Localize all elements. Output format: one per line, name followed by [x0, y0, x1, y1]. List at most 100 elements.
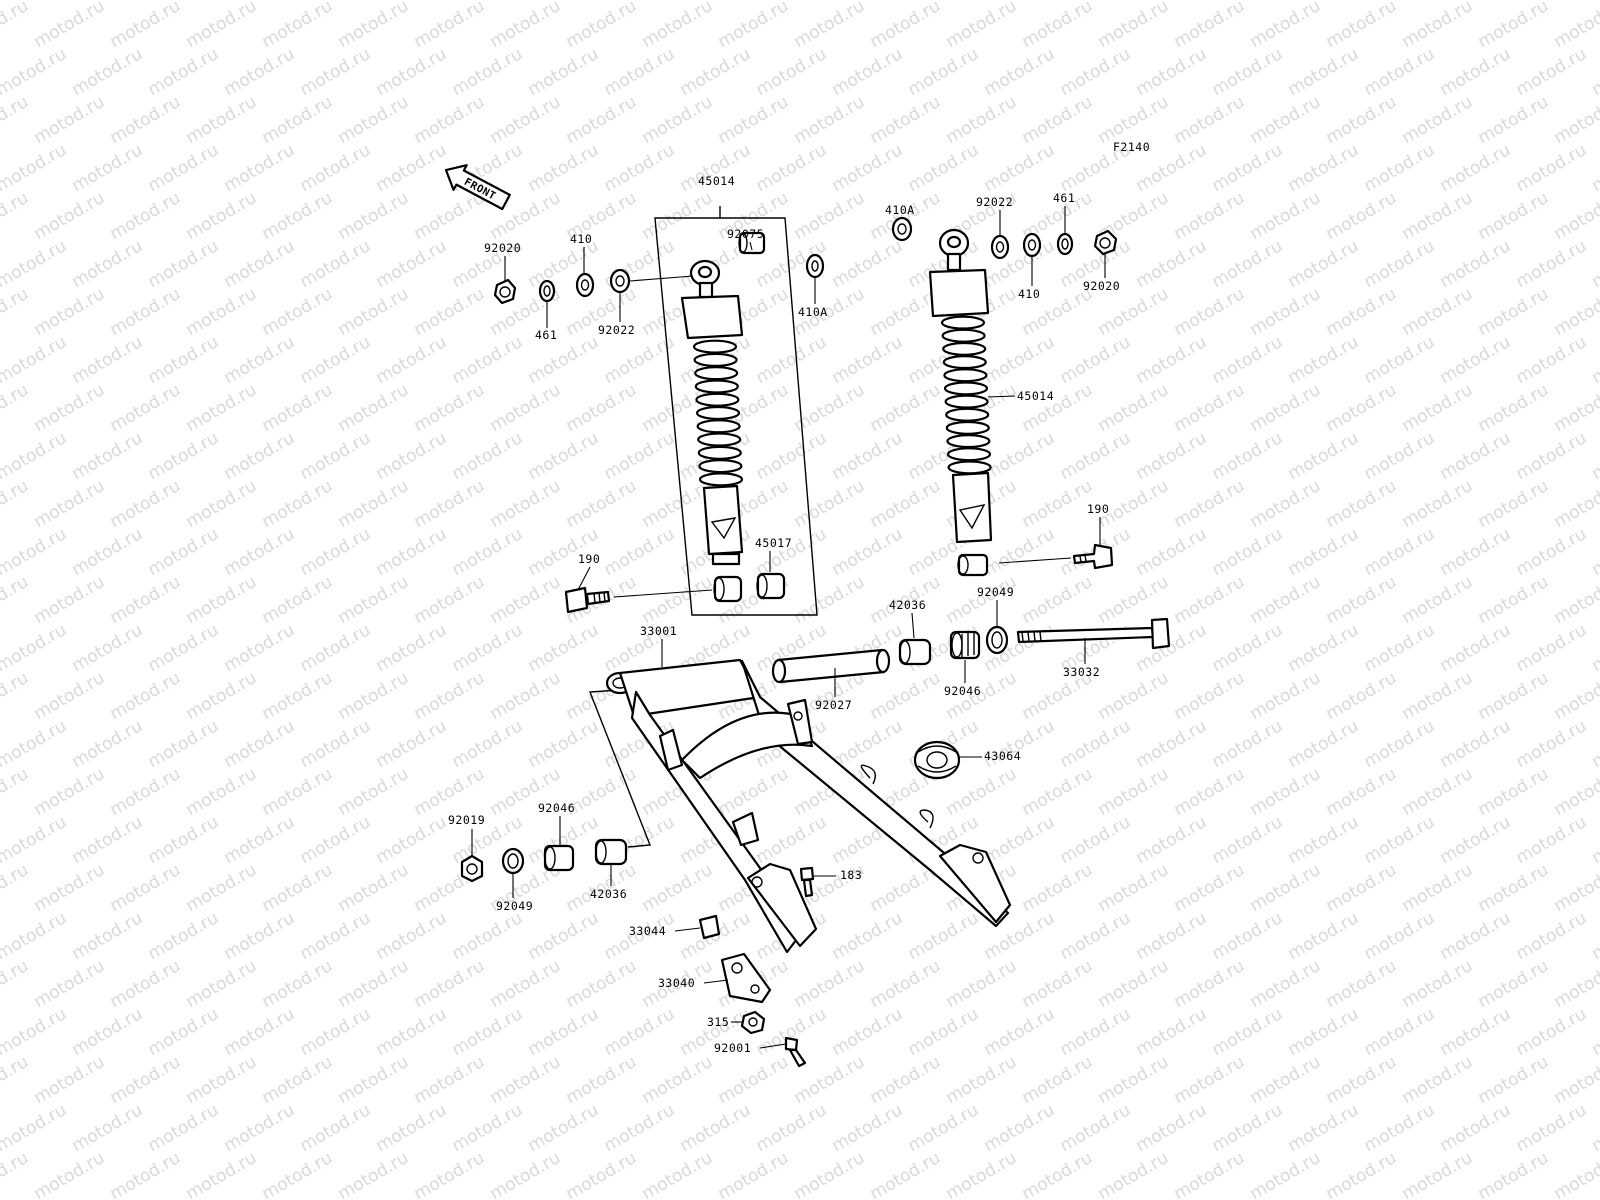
watermark-text: motod.ru: [297, 1004, 375, 1060]
watermark-text: motod.ru: [1247, 1148, 1325, 1200]
watermark-text: motod.ru: [525, 716, 603, 772]
label-45014-left: 45014: [698, 174, 735, 188]
watermark-text: motod.ru: [1323, 956, 1401, 1012]
watermark-text: motod.ru: [1399, 956, 1477, 1012]
watermark-text: motod.ru: [943, 1052, 1021, 1108]
label-92075: 92075: [727, 227, 764, 241]
watermark-text: motod.ru: [943, 0, 1021, 52]
watermark-text: motod.ru: [1323, 188, 1401, 244]
watermark-text: motod.ru: [1057, 428, 1135, 484]
watermark-text: motod.ru: [753, 332, 831, 388]
watermark-text: motod.ru: [1551, 476, 1600, 532]
watermark-text: motod.ru: [335, 764, 413, 820]
block-33044: [698, 914, 721, 940]
watermark-text: motod.ru: [0, 1004, 70, 1060]
watermark-text: motod.ru: [1133, 44, 1211, 100]
label-43064: 43064: [984, 749, 1021, 763]
watermark-text: motod.ru: [943, 956, 1021, 1012]
watermark-text: motod.ru: [1551, 668, 1600, 724]
watermark-text: motod.ru: [563, 380, 641, 436]
label-92027: 92027: [815, 698, 852, 712]
watermark-text: motod.ru: [335, 1052, 413, 1108]
watermark-text: motod.ru: [1437, 716, 1515, 772]
watermark-text: motod.ru: [1209, 908, 1287, 964]
watermark-text: motod.ru: [639, 860, 717, 916]
watermark-text: motod.ru: [145, 1004, 223, 1060]
watermark-text: motod.ru: [487, 668, 565, 724]
label-461-right: 461: [1053, 191, 1075, 205]
watermark-text: motod.ru: [943, 572, 1021, 628]
watermark-text: motod.ru: [791, 956, 869, 1012]
watermark-text: motod.ru: [639, 1052, 717, 1108]
watermark-text: motod.ru: [0, 380, 32, 436]
watermark-text: motod.ru: [1247, 764, 1325, 820]
watermark-text: motod.ru: [69, 140, 147, 196]
watermark-text: motod.ru: [1437, 140, 1515, 196]
spring-coil: [943, 368, 988, 383]
watermark-text: motod.ru: [981, 428, 1059, 484]
spring-coil: [944, 394, 989, 409]
spring-coil: [940, 315, 986, 330]
watermark-text: motod.ru: [981, 812, 1059, 868]
watermark-text: motod.ru: [0, 428, 70, 484]
watermark-text: motod.ru: [829, 0, 907, 4]
watermark-text: motod.ru: [791, 92, 869, 148]
nut-92020-left: [493, 278, 517, 305]
watermark-text: motod.ru: [183, 92, 261, 148]
watermark-text: motod.ru: [525, 44, 603, 100]
spring-coil: [946, 447, 992, 462]
watermark-text: motod.ru: [525, 428, 603, 484]
watermark-text: motod.ru: [525, 908, 603, 964]
watermark-text: motod.ru: [1323, 572, 1401, 628]
watermark-text: motod.ru: [449, 1100, 527, 1156]
watermark-text: motod.ru: [297, 332, 375, 388]
watermark-text: motod.ru: [183, 188, 261, 244]
spring-coil: [696, 419, 741, 434]
watermark-text: motod.ru: [297, 908, 375, 964]
watermark-text: motod.ru: [525, 140, 603, 196]
watermark-text: motod.ru: [107, 668, 185, 724]
watermark-text: motod.ru: [145, 716, 223, 772]
watermark-text: motod.ru: [1589, 428, 1600, 484]
watermark-text: motod.ru: [1133, 1100, 1211, 1156]
watermark-text: motod.ru: [0, 0, 32, 52]
watermark-text: motod.ru: [411, 1052, 489, 1108]
watermark-text: motod.ru: [297, 716, 375, 772]
watermark-text: motod.ru: [1247, 0, 1325, 52]
watermark-text: motod.ru: [1019, 860, 1097, 916]
watermark-text: motod.ru: [1171, 284, 1249, 340]
watermark-text: motod.ru: [829, 44, 907, 100]
watermark-text: motod.ru: [373, 716, 451, 772]
watermark-text: motod.ru: [259, 956, 337, 1012]
watermark-text: motod.ru: [449, 0, 527, 4]
label-92020-left: 92020: [484, 241, 521, 255]
watermark-text: motod.ru: [31, 476, 109, 532]
watermark-text: motod.ru: [1133, 812, 1211, 868]
watermark-text: motod.ru: [1095, 0, 1173, 52]
watermark-text: motod.ru: [449, 332, 527, 388]
watermark-text: motod.ru: [1285, 1004, 1363, 1060]
watermark-text: motod.ru: [1399, 764, 1477, 820]
watermark-text: motod.ru: [1171, 1052, 1249, 1108]
watermark-text: motod.ru: [449, 620, 527, 676]
watermark-text: motod.ru: [1133, 236, 1211, 292]
watermark-text: motod.ru: [107, 0, 185, 52]
watermark-text: motod.ru: [259, 92, 337, 148]
watermark-text: motod.ru: [1209, 44, 1287, 100]
watermark-text: motod.ru: [1475, 764, 1553, 820]
watermark-text: motod.ru: [259, 764, 337, 820]
watermark-text: motod.ru: [373, 236, 451, 292]
watermark-text: motod.ru: [31, 668, 109, 724]
label-190-left: 190: [578, 552, 600, 566]
watermark-text: motod.ru: [1551, 860, 1600, 916]
watermark-text: motod.ru: [183, 284, 261, 340]
watermark-text: motod.ru: [373, 620, 451, 676]
watermark-text: motod.ru: [1285, 428, 1363, 484]
watermark-text: motod.ru: [639, 0, 717, 52]
watermark-text: motod.ru: [753, 1100, 831, 1156]
watermark-text: motod.ru: [601, 428, 679, 484]
watermark-text: motod.ru: [1247, 572, 1325, 628]
watermark-text: motod.ru: [487, 956, 565, 1012]
watermark-text: motod.ru: [1019, 956, 1097, 1012]
